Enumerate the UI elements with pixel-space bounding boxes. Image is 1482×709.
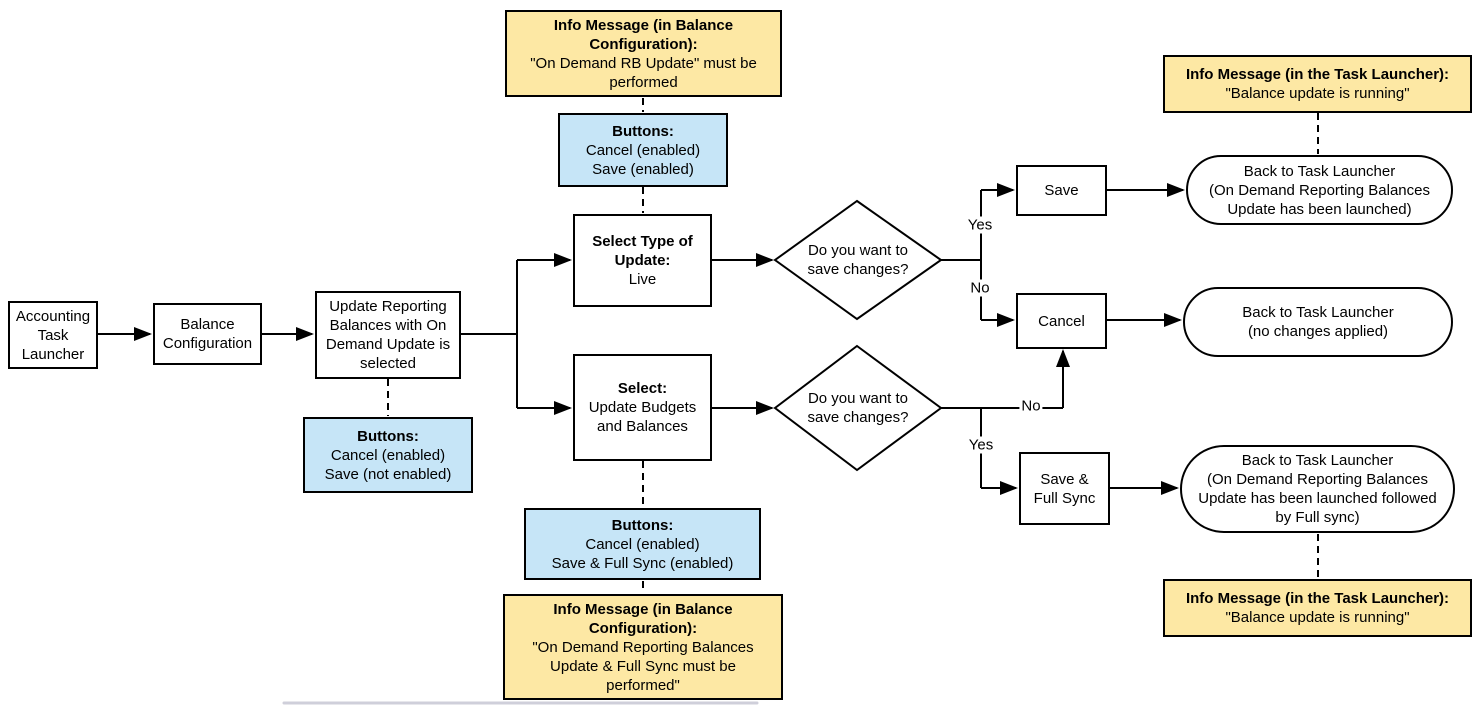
decision-diamond-live xyxy=(773,199,943,321)
info-body: "Balance update is running" xyxy=(1225,85,1410,102)
edge-label-yes: Yes xyxy=(965,216,995,234)
node-save-full-sync: Save & Full Sync xyxy=(1019,452,1110,525)
node-balance-configuration: Balance Configuration xyxy=(153,303,262,365)
info-body: "On Demand Reporting Balances Update & F… xyxy=(532,638,754,694)
end-node-full-sync: Back to Task Launcher (On Demand Reporti… xyxy=(1180,445,1455,533)
end-node-update-launched: Back to Task Launcher (On Demand Reporti… xyxy=(1186,155,1453,225)
node-label: Accounting Task Launcher xyxy=(15,307,91,363)
decision-live-label: Do you want to save changes? xyxy=(775,201,941,319)
buttons-line: Cancel (enabled) xyxy=(585,535,700,553)
buttons-line: Save (enabled) xyxy=(592,160,694,178)
info-box-rb-update: Info Message (in Balance Configuration):… xyxy=(505,10,782,97)
node-select-type-live: Select Type of Update: Live xyxy=(573,214,712,307)
node-cancel: Cancel xyxy=(1016,293,1107,349)
buttons-title: Buttons: xyxy=(357,427,419,445)
info-title: Info Message (in Balance Configuration): xyxy=(553,16,734,53)
buttons-line: Save (not enabled) xyxy=(324,465,452,483)
buttons-line: Cancel (enabled) xyxy=(330,446,446,464)
node-label: Back to Task Launcher (On Demand Reporti… xyxy=(1209,162,1430,218)
node-save: Save xyxy=(1016,165,1107,216)
buttons-line: Save & Full Sync (enabled) xyxy=(551,554,734,572)
buttons-box-save-enabled: Buttons: Cancel (enabled) Save (enabled) xyxy=(558,113,728,187)
node-label: Back to Task Launcher (no changes applie… xyxy=(1242,304,1394,340)
decision-budgets-label: Do you want to save changes? xyxy=(775,346,941,470)
buttons-box-full-sync: Buttons: Cancel (enabled) Save & Full Sy… xyxy=(524,508,761,580)
node-label: Back to Task Launcher (On Demand Reporti… xyxy=(1198,452,1437,526)
decision-text: Do you want to save changes? xyxy=(807,242,909,278)
node-body: Update Budgets and Balances xyxy=(588,399,697,435)
node-body: Live xyxy=(628,271,657,288)
buttons-box-save-not-enabled: Buttons: Cancel (enabled) Save (not enab… xyxy=(303,417,473,493)
decision-diamond-budgets xyxy=(773,344,943,472)
info-box-task-launcher-bottom: Info Message (in the Task Launcher): "Ba… xyxy=(1163,579,1472,637)
node-select-budgets-balances: Select: Update Budgets and Balances xyxy=(573,354,712,461)
buttons-title: Buttons: xyxy=(611,516,674,534)
node-title: Select Type of Update: xyxy=(592,233,693,269)
edge-label-no: No xyxy=(1019,397,1043,415)
node-label: Cancel xyxy=(1038,312,1085,330)
info-title: Info Message (in the Task Launcher): xyxy=(1185,590,1450,607)
node-label: Save xyxy=(1044,182,1079,199)
edge-label-yes: Yes xyxy=(966,436,996,454)
node-label: Save & Full Sync xyxy=(1033,470,1096,507)
info-box-task-launcher-top: Info Message (in the Task Launcher): "Ba… xyxy=(1163,55,1472,113)
info-body: "On Demand RB Update" must be performed xyxy=(530,54,757,91)
info-title: Info Message (in the Task Launcher): xyxy=(1185,66,1450,83)
edge-label-no: No xyxy=(968,279,992,297)
end-node-no-changes: Back to Task Launcher (no changes applie… xyxy=(1183,287,1453,357)
node-label: Balance Configuration xyxy=(162,316,253,352)
info-box-full-sync: Info Message (in Balance Configuration):… xyxy=(503,594,783,700)
decision-text: Do you want to save changes? xyxy=(807,390,909,426)
info-title: Info Message (in Balance Configuration): xyxy=(553,600,733,637)
node-label: Update Reporting Balances with On Demand… xyxy=(325,298,451,372)
buttons-title: Buttons: xyxy=(612,122,674,140)
info-body: "Balance update is running" xyxy=(1225,609,1410,626)
node-accounting-task-launcher: Accounting Task Launcher xyxy=(8,301,98,369)
node-title: Select: xyxy=(617,380,668,397)
buttons-line: Cancel (enabled) xyxy=(585,141,701,159)
node-update-reporting-selected: Update Reporting Balances with On Demand… xyxy=(315,291,461,379)
